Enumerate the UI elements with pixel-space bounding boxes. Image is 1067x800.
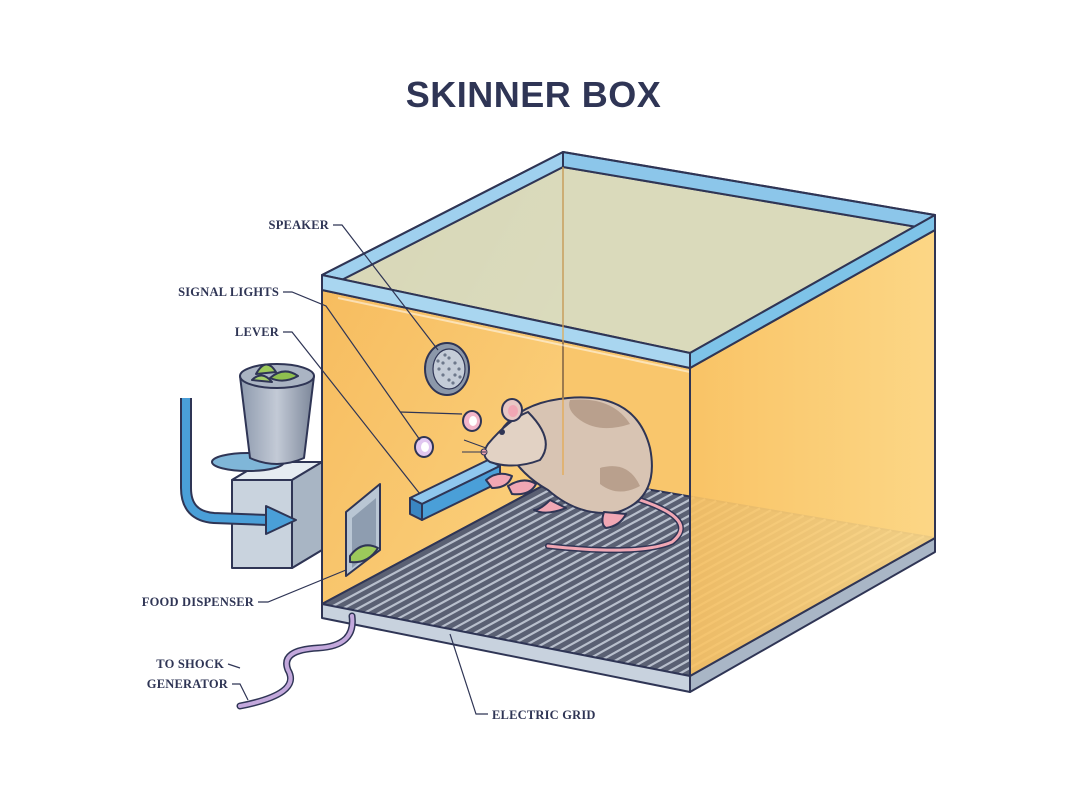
- speaker-hole: [457, 367, 461, 371]
- grid-bar: [429, 492, 673, 627]
- speaker-hole: [453, 361, 457, 365]
- speaker-hole: [436, 359, 440, 363]
- food-dispenser-unit: [211, 363, 323, 569]
- speaker-hole: [458, 375, 462, 379]
- diagram-title: SKINNER BOX: [405, 74, 662, 115]
- speaker-hole: [447, 367, 451, 371]
- food-flow-arrow-icon: [180, 398, 297, 535]
- grid-bar: [440, 494, 684, 629]
- signal-light-icon: [462, 410, 482, 432]
- label-shock-line1: TO SHOCK: [156, 657, 224, 671]
- shock-cable: [236, 612, 356, 710]
- grid-bar: [332, 475, 575, 608]
- food-opening: [345, 483, 381, 577]
- speaker-hole: [447, 356, 451, 360]
- label-shock-line2: GENERATOR: [147, 677, 229, 691]
- speaker-icon: [424, 342, 470, 396]
- speaker-hole: [453, 373, 457, 377]
- signal-light-icon: [414, 436, 434, 458]
- speaker-hole: [451, 381, 455, 385]
- grid-bar: [451, 496, 695, 631]
- speaker-hole: [441, 373, 445, 377]
- speaker-hole: [443, 353, 447, 357]
- food-pellet-icon: [255, 363, 277, 375]
- label-lever: LEVER: [235, 325, 280, 339]
- grid-bar: [483, 501, 728, 637]
- lever-icon: [409, 459, 501, 521]
- grid-bar: [343, 477, 586, 610]
- speaker-hole: [447, 378, 451, 382]
- glass-lid: [321, 151, 936, 475]
- label-electric-grid: ELECTRIC GRID: [492, 708, 596, 722]
- label-speaker: SPEAKER: [269, 218, 330, 232]
- grid-bar: [462, 498, 706, 633]
- grid-bar: [473, 499, 717, 635]
- speaker-hole: [437, 367, 441, 371]
- label-signal-lights: SIGNAL LIGHTS: [178, 285, 279, 299]
- rat-icon: [462, 396, 684, 554]
- label-food-dispenser: FOOD DISPENSER: [142, 595, 255, 609]
- speaker-hole: [441, 361, 445, 365]
- leader-lines: [227, 224, 488, 715]
